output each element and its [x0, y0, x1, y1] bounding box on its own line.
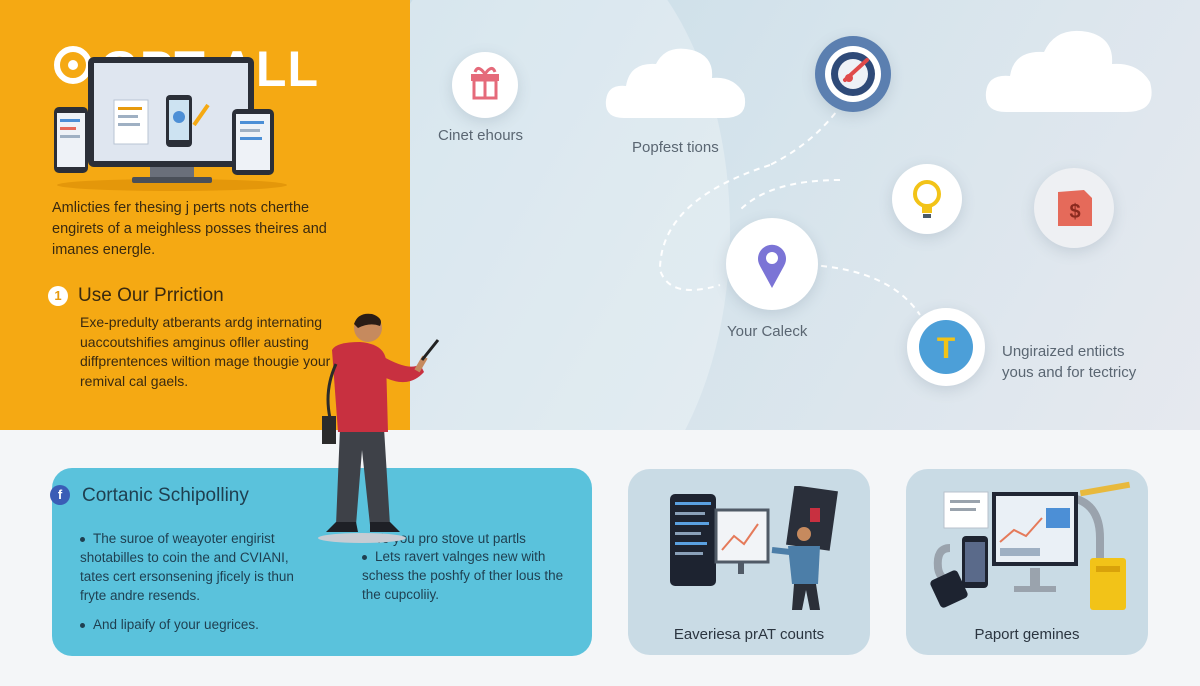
info-card-title: Cortanic Schipolliny	[82, 485, 249, 506]
bullet-text: Lets ravert valnges new with schess the …	[362, 549, 564, 602]
bullet-dot	[80, 536, 85, 542]
gift-icon	[471, 67, 499, 100]
node-letter-t: T	[907, 308, 985, 386]
bullet-text: To you pro stove ut partls	[375, 531, 526, 546]
step-number-badge: 1	[48, 286, 68, 306]
cloud-icon	[605, 48, 746, 118]
feature-card-2-caption: Eaveriesa prAT counts	[673, 626, 825, 643]
step-title: Use Our Prriction	[78, 285, 224, 306]
bullet-item: The suroe of weayoter engirist shotabill…	[80, 530, 320, 606]
money-tag-icon: $	[1058, 190, 1092, 226]
svg-text:T: T	[937, 332, 955, 365]
intro-text: Amlicties fer thesing j perts nots chert…	[52, 200, 327, 259]
node-label-gift: Cinet ehours	[438, 127, 524, 144]
bullet-dot	[362, 554, 367, 560]
node-label-location: Your Caleck	[727, 323, 808, 340]
lightbulb-icon	[913, 180, 941, 218]
cloud-icon	[985, 30, 1152, 112]
svg-text:$: $	[1069, 201, 1080, 223]
bullet-dot	[80, 622, 85, 628]
node-compass	[815, 36, 891, 112]
bullet-item: And lipaify of your uegrices.	[80, 616, 320, 635]
node-label-letter-t-line1: Ungiraized entiicts	[1002, 343, 1125, 360]
compass-icon	[825, 46, 881, 102]
node-location	[726, 218, 818, 310]
facebook-icon: f	[50, 485, 70, 505]
node-label-cloud: Popfest tions	[632, 139, 719, 156]
letter-t-icon: T	[919, 320, 973, 374]
node-gift	[452, 52, 518, 118]
step-body: Exe-predulty atberants ardg internating …	[80, 314, 331, 389]
info-card	[52, 468, 592, 656]
location-pin-icon	[758, 244, 786, 288]
person-illustration	[318, 313, 440, 543]
workstation-illustration	[670, 486, 838, 610]
node-label-letter-t-line2: yous and for tectricy	[1002, 364, 1137, 381]
dashboard-illustration	[930, 481, 1131, 610]
bullet-text: The suroe of weayoter engirist shotabill…	[80, 531, 294, 603]
feature-card-3-caption: Paport gemines	[974, 626, 1080, 643]
bullet-item: Lets ravert valnges new with schess the …	[362, 548, 572, 605]
devices-illustration	[54, 57, 287, 191]
node-money: $	[1034, 168, 1114, 248]
node-lightbulb	[892, 164, 962, 234]
node-label-letter-t: Ungiraized entiicts yous and for tectric…	[1002, 341, 1136, 383]
bullet-text: And lipaify of your uegrices.	[93, 617, 259, 632]
